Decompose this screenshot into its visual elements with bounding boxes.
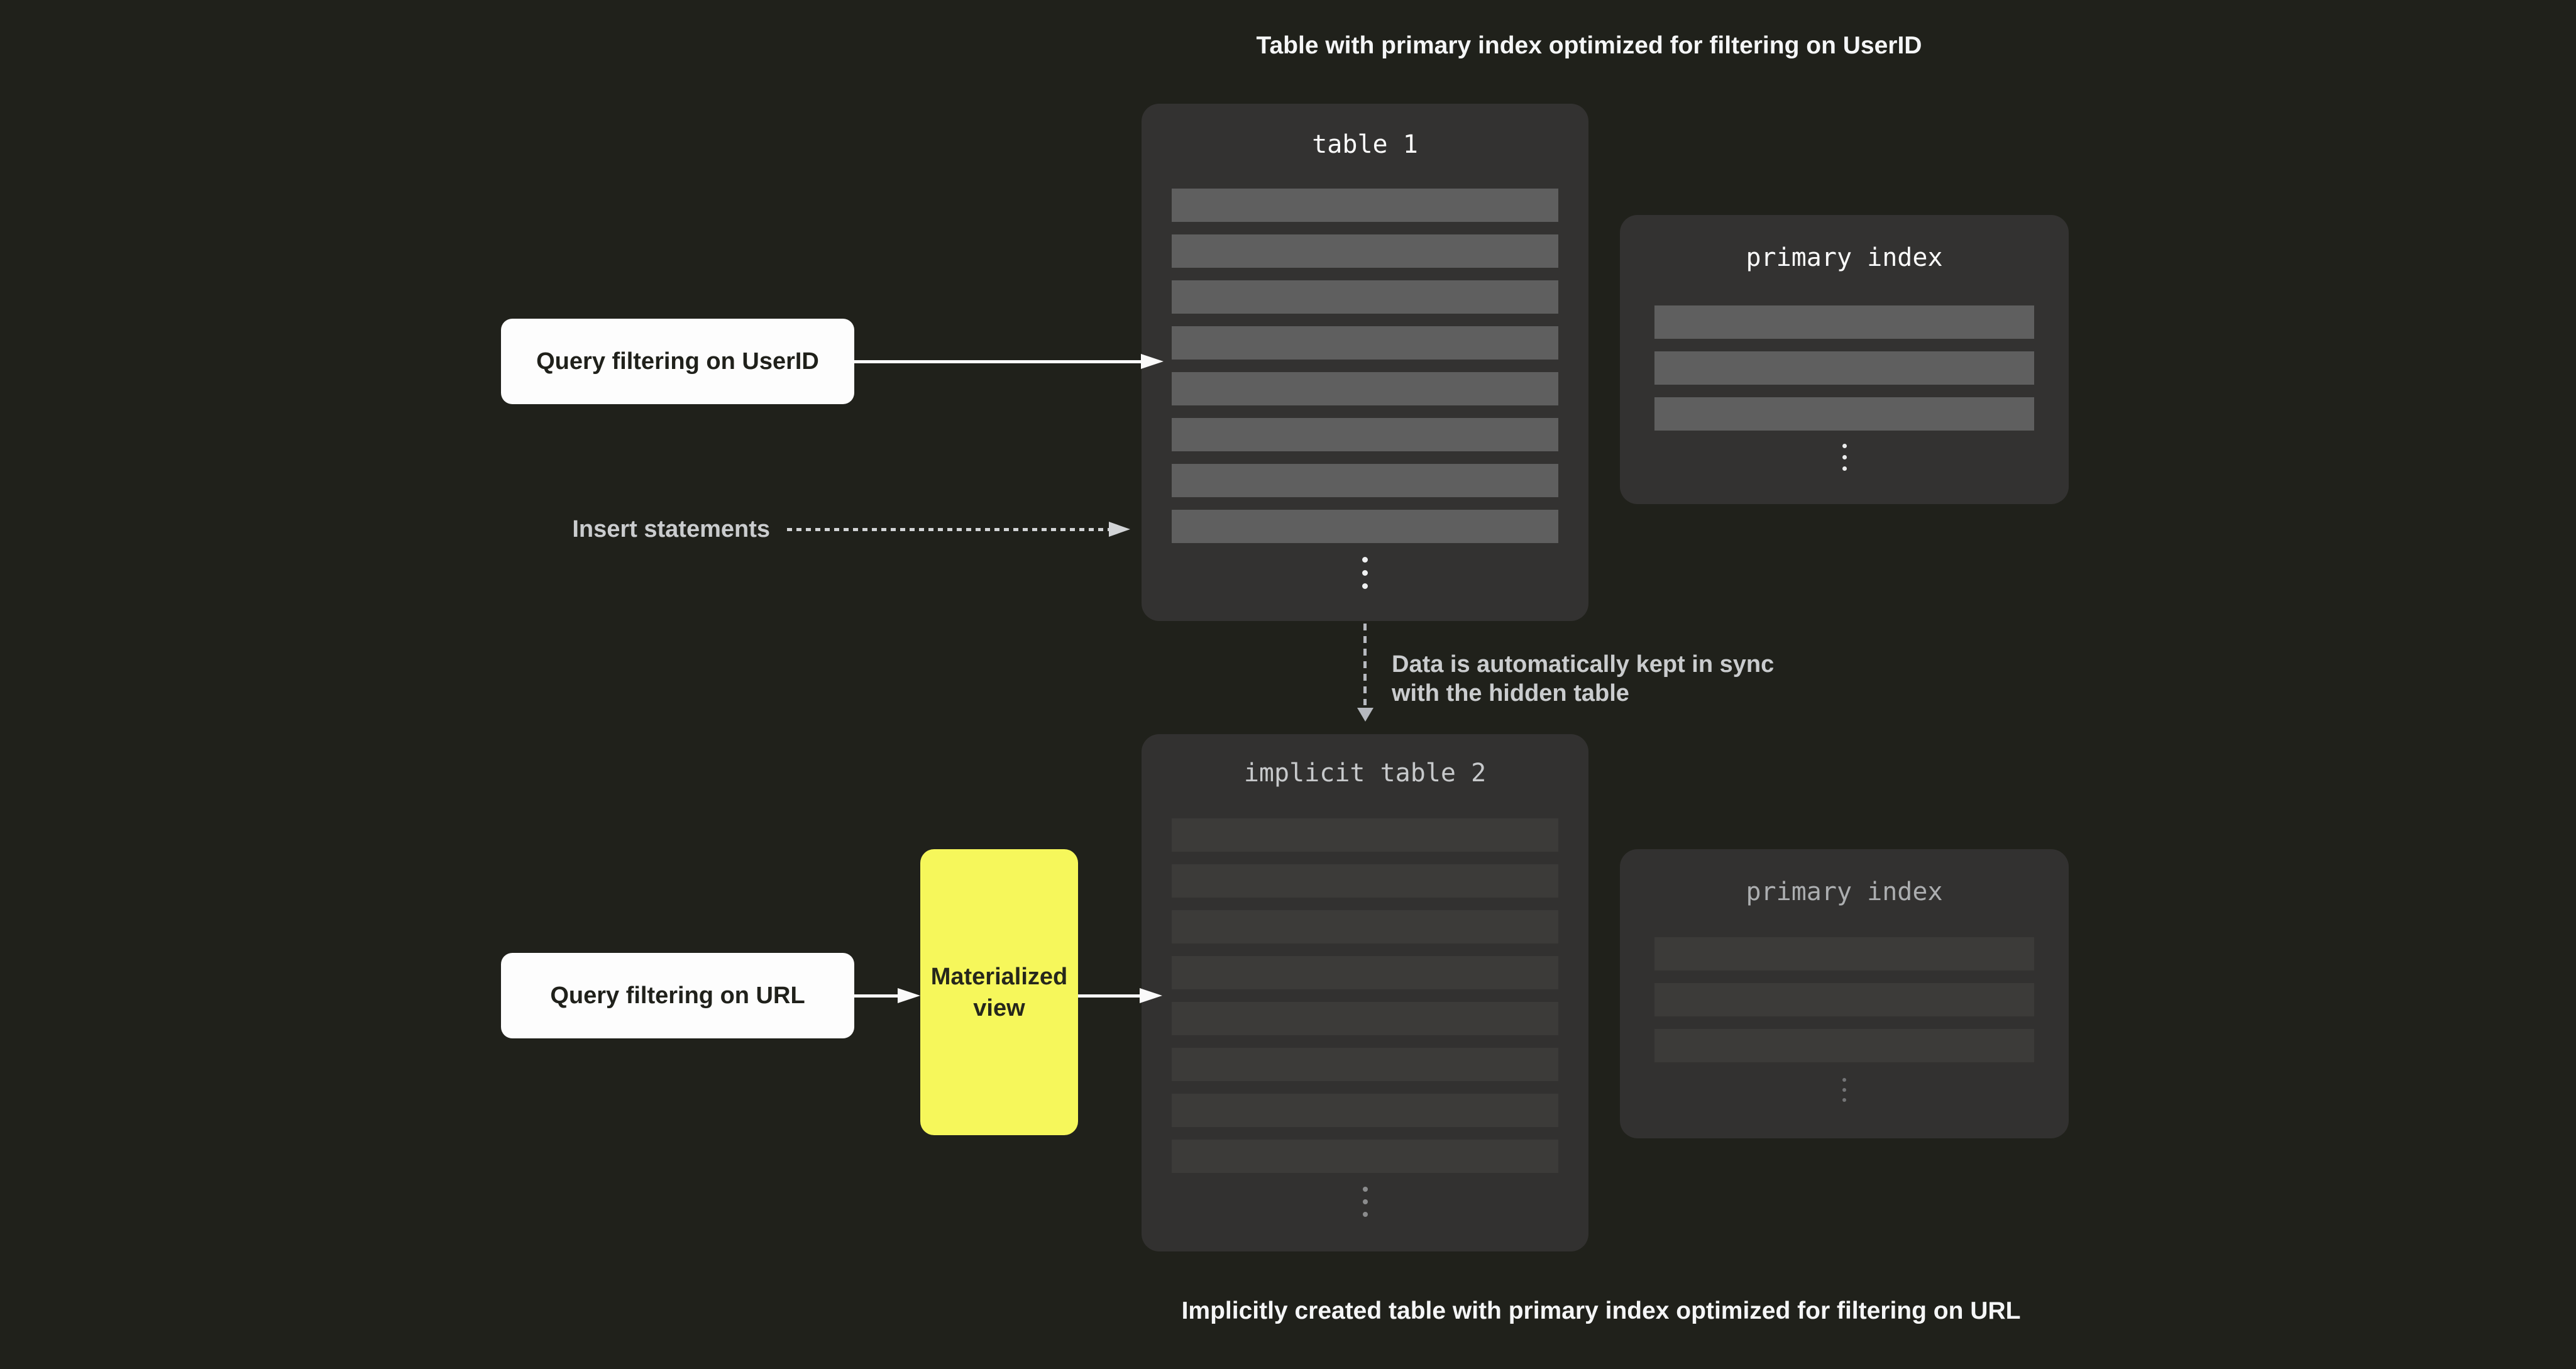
query-url-label: Query filtering on URL [550,982,805,1009]
table-row-bar [1172,189,1558,222]
table-row-bar [1172,818,1558,852]
insert-statements-arrow-head [1109,522,1130,537]
query-userid-card: Query filtering on UserID [501,319,854,404]
table-row-bar [1654,397,2034,431]
vertical-ellipsis-icon [1142,557,1588,589]
arrow-query-userid-head [1141,354,1164,369]
table1-title: table 1 [1312,130,1418,159]
materialized-view-card: Materialized view [920,849,1078,1135]
table2-rows [1172,818,1558,1173]
sync-label-line1: Data is automatically kept in sync [1392,651,1775,678]
table-row-bar [1172,910,1558,943]
table-row-bar [1172,956,1558,989]
sync-arrow-head [1357,708,1373,722]
top-caption: Table with primary index optimized for f… [1256,32,1922,59]
table-row-bar [1172,464,1558,497]
table-row-bar [1654,983,2034,1016]
vertical-ellipsis-icon [1620,444,2069,471]
table-row-bar [1654,305,2034,339]
arrow-query-url-head [898,988,920,1003]
insert-statements-dotted-line [787,528,1109,531]
sync-label: Data is automatically kept in sync with … [1392,650,1774,708]
table-row-bar [1654,1029,2034,1062]
arrow-query-userid-line [854,360,1141,363]
table-row-bar [1172,326,1558,360]
primary-index-bottom-panel: primary index [1620,849,2069,1138]
table-row-bar [1172,1140,1558,1173]
table-row-bar [1654,937,2034,970]
vertical-ellipsis-icon [1142,1187,1588,1217]
arrow-materialized-view-line [1078,994,1140,998]
table-row-bar [1172,1094,1558,1127]
table-row-bar [1172,234,1558,268]
primary-index-top-panel: primary index [1620,215,2069,504]
table-row-bar [1172,280,1558,314]
sync-label-line2: with the hidden table [1392,680,1629,706]
arrow-query-url-line [854,994,900,998]
table-row-bar [1172,1002,1558,1035]
vertical-ellipsis-icon [1620,1078,2069,1102]
query-url-card: Query filtering on URL [501,953,854,1038]
primary-index-top-title: primary index [1746,243,1943,272]
materialized-view-label: Materialized view [930,963,1068,1021]
table-row-bar [1172,864,1558,898]
table-row-bar [1654,351,2034,385]
table1-panel: table 1 [1142,104,1588,621]
table-row-bar [1172,418,1558,451]
primary-index-bottom-title: primary index [1746,877,1943,906]
insert-statements-label: Insert statements [572,516,770,542]
table2-panel: implicit table 2 [1142,734,1588,1251]
table-row-bar [1172,510,1558,543]
primary-index-top-rows [1654,305,2034,431]
table1-rows [1172,189,1558,543]
table-row-bar [1172,372,1558,405]
table-row-bar [1172,1048,1558,1081]
primary-index-bottom-rows [1654,937,2034,1062]
table2-title: implicit table 2 [1243,759,1487,788]
sync-dashed-line [1363,624,1367,705]
arrow-materialized-view-head [1140,988,1162,1003]
query-userid-label: Query filtering on UserID [536,348,819,375]
bottom-caption: Implicitly created table with primary in… [1181,1297,2021,1324]
